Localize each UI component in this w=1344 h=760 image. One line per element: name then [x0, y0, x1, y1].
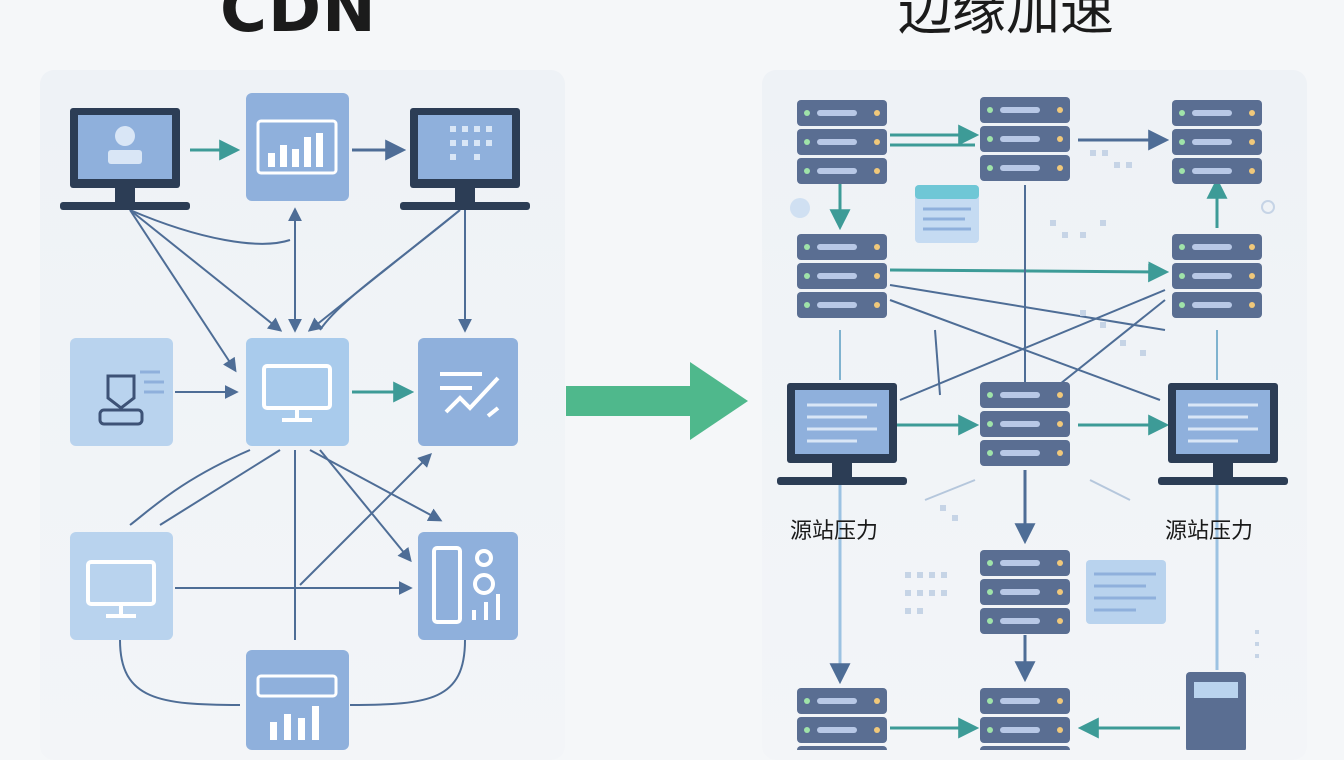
- edge-server-3: [1172, 100, 1262, 184]
- edge-pc-left: [777, 383, 907, 485]
- cdn-chart-tile-top: [246, 93, 349, 201]
- edge-connections: [829, 124, 1228, 739]
- user-profile-icon: [98, 374, 144, 426]
- list-card-icon: [1086, 560, 1166, 624]
- server-icon: [1172, 234, 1262, 318]
- edge-server-1: [797, 100, 887, 184]
- server-icon: [980, 382, 1070, 466]
- edge-server-7: [980, 550, 1070, 634]
- server-icon: [1172, 100, 1262, 184]
- chart-icon: [270, 706, 319, 740]
- origin-pressure-label-right: 源站压力: [1165, 519, 1254, 544]
- monitor-icon: [86, 560, 156, 618]
- origin-pressure-label-left: 源站压力: [790, 519, 879, 544]
- edge-server-2: [980, 97, 1070, 181]
- cdn-monitor-tile-center: [246, 338, 349, 446]
- server-icon: [797, 100, 887, 184]
- cdn-pc-top-left: [60, 108, 190, 210]
- cdn-monitor-tile-bottom-left: [70, 532, 173, 640]
- server-icon: [980, 97, 1070, 181]
- document-icon: [915, 185, 979, 243]
- tower-server-icon: [1186, 672, 1246, 750]
- cdn-chart-tile-bottom: [246, 650, 349, 750]
- chart-icon: [268, 133, 323, 167]
- server-icon: [980, 688, 1070, 750]
- cdn-user-tile: [70, 338, 173, 446]
- edge-acceleration-title: 边缘加速: [898, 0, 1114, 42]
- decorative-dots: [905, 150, 1259, 658]
- cdn-pc-top-right: [400, 108, 530, 210]
- edge-pc-right: [1158, 383, 1288, 485]
- server-icon: [980, 550, 1070, 634]
- edge-server-4: [797, 234, 887, 318]
- cdn-dashboard-tile: [418, 532, 518, 640]
- edit-icon: [440, 372, 500, 418]
- dashboard-icon: [432, 546, 500, 624]
- edge-server-8: [797, 688, 887, 750]
- edge-server-6: [980, 382, 1070, 466]
- cdn-edit-tile: [418, 338, 518, 446]
- big-arrow-icon: [566, 362, 748, 440]
- server-icon: [797, 688, 887, 750]
- server-icon: [797, 234, 887, 318]
- edge-server-9: [980, 688, 1070, 750]
- cdn-title: CDN: [220, 0, 377, 47]
- decorative-circle: [790, 198, 810, 218]
- cdn-connections: [119, 139, 472, 706]
- edge-server-5: [1172, 234, 1262, 318]
- monitor-icon: [262, 364, 332, 422]
